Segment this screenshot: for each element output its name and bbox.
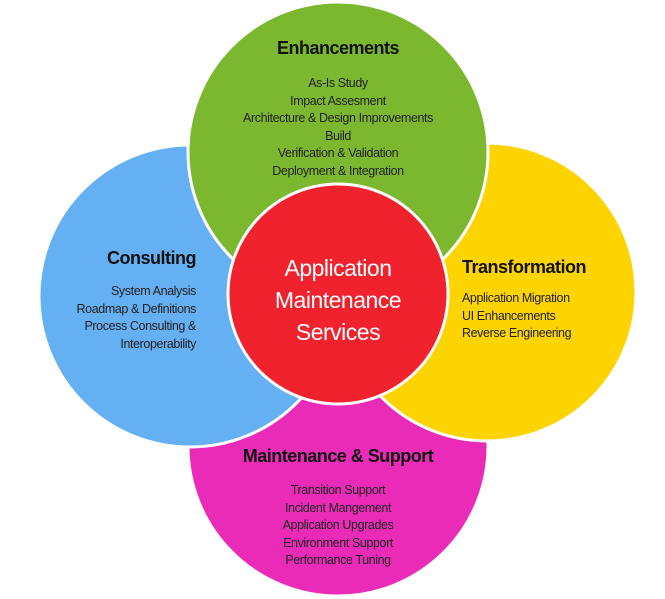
list-item: UI Enhancements [462, 308, 556, 323]
list-item: Application Upgrades [282, 518, 394, 533]
consulting-title: Consulting [107, 248, 196, 268]
list-item: Incident Mangement [284, 500, 392, 515]
list-item: Verification & Validation [277, 146, 399, 161]
center-line: Services [295, 319, 381, 345]
list-item: Environment Support [283, 535, 393, 550]
list-item: Roadmap & Definitions [76, 301, 197, 316]
transformation-title: Transformation [462, 257, 587, 277]
enhancements-group: Enhancements As-Is Study Impact Assesmen… [188, 38, 488, 181]
list-item: Application Migration [462, 291, 570, 305]
list-item: Deployment & Integration [272, 163, 404, 178]
transformation-items: Application Migration UI Enhancements Re… [462, 290, 632, 343]
enhancements-title: Enhancements [276, 38, 400, 58]
center-label: Application Maintenance Services [238, 252, 438, 348]
list-item: Interoperability [120, 336, 196, 351]
list-item: Reverse Engineering [462, 326, 572, 341]
transformation-group: Transformation Application Migration UI … [462, 257, 632, 343]
maintenance-title: Maintenance & Support [242, 446, 434, 466]
enhancements-items: As-Is Study Impact Assesment Architectur… [188, 75, 488, 181]
maintenance-group: Maintenance & Support Transition Support… [188, 446, 488, 570]
list-item: Transition Support [290, 483, 386, 497]
consulting-group: Consulting System Analysis Roadmap & Def… [40, 248, 197, 353]
center-circle [226, 182, 450, 406]
center-line: Application [284, 255, 392, 281]
list-item: System Analysis [110, 284, 196, 298]
list-item: Impact Assesment [290, 93, 386, 108]
list-item: Performance Tuning [285, 553, 391, 568]
list-item: Architecture & Design Improvements [243, 111, 433, 126]
list-item: Process Consulting & [84, 319, 196, 334]
maintenance-items: Transition Support Incident Mangement Ap… [188, 482, 488, 570]
center-line: Maintenance [274, 287, 402, 313]
list-item: As-Is Study [308, 76, 368, 90]
consulting-items: System Analysis Roadmap & Definitions Pr… [40, 283, 197, 353]
list-item: Build [325, 128, 351, 143]
